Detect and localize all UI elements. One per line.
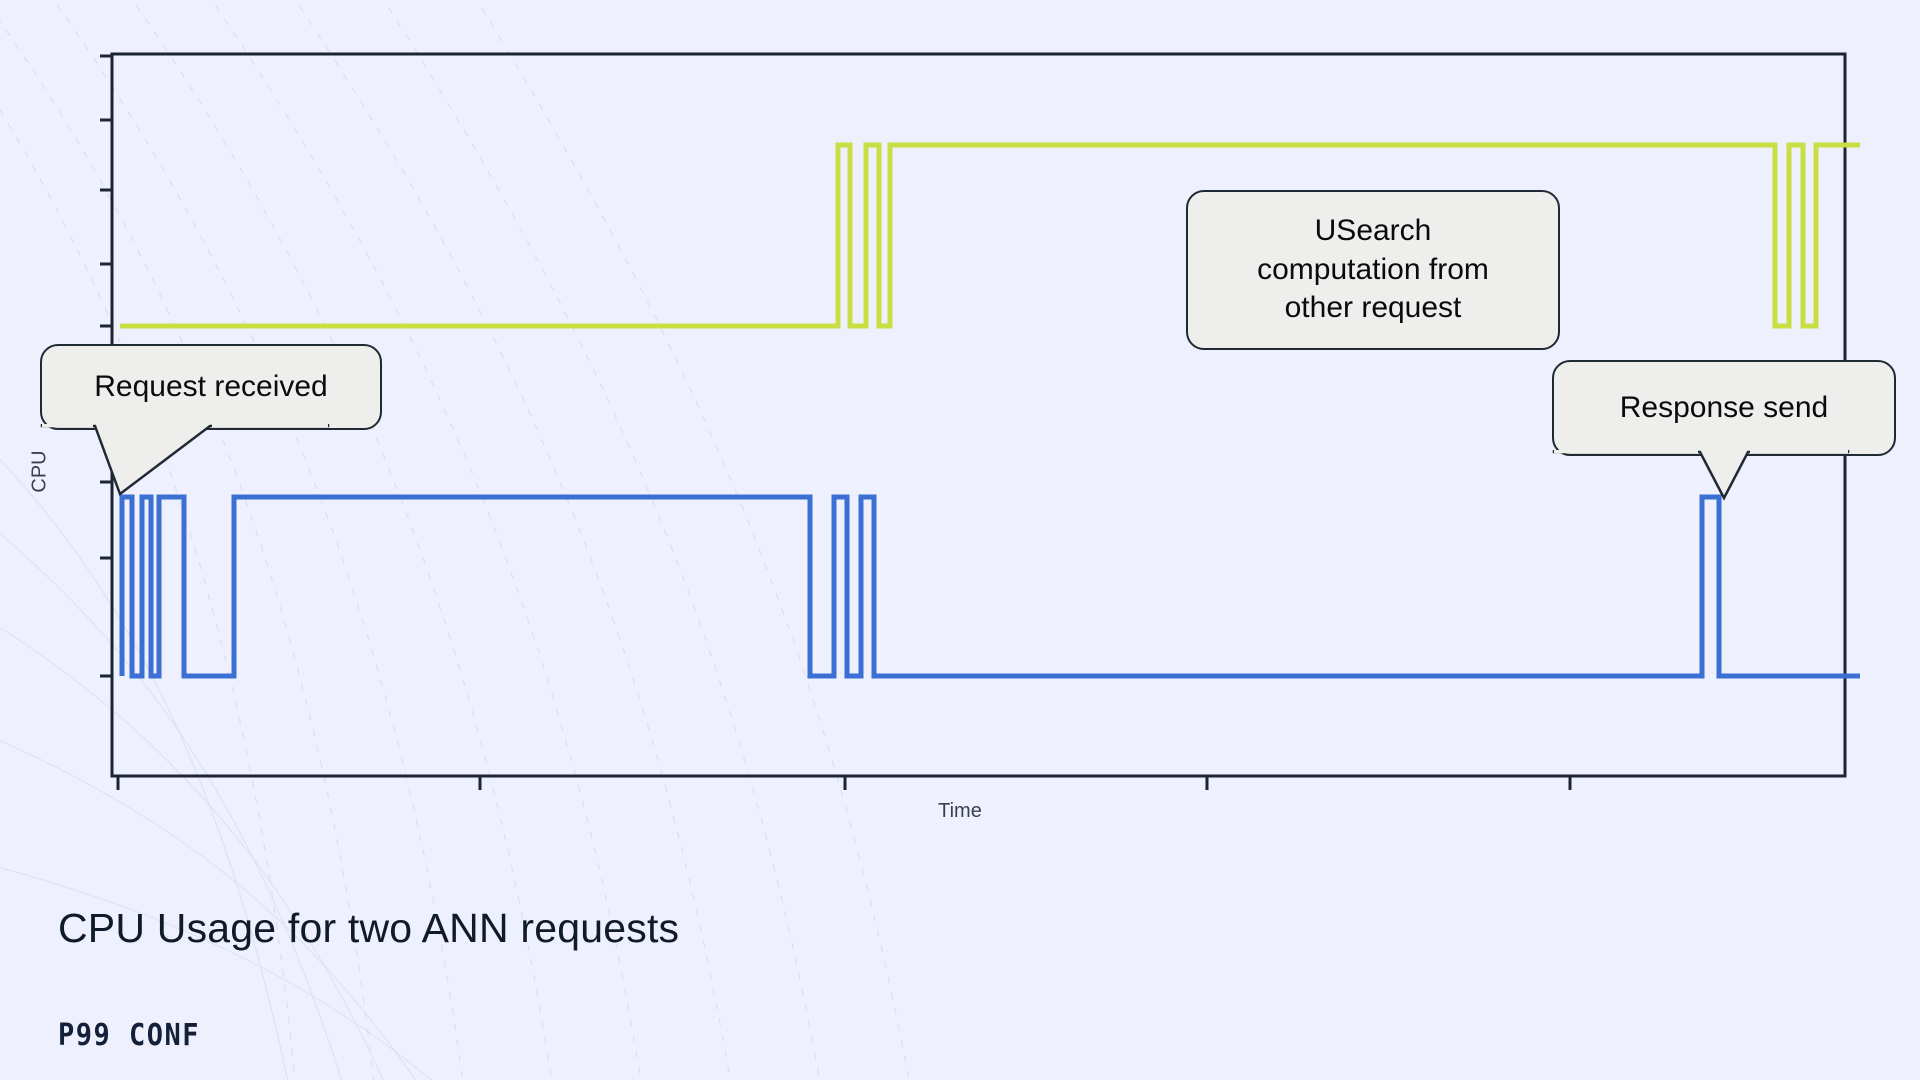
callout-usearch-line-3: other request: [1284, 291, 1462, 325]
callout-usearch-line-1: USearch: [1314, 214, 1432, 248]
callout-request-received-label: Request received: [94, 369, 328, 403]
x-axis-ticks: [116, 776, 1572, 790]
callout-usearch[interactable]: USearch computation from other request: [1186, 190, 1560, 350]
callout-response-send[interactable]: Response send: [1552, 360, 1896, 456]
callout-response-send-label: Response send: [1619, 390, 1829, 424]
series-line-green: [120, 142, 1860, 329]
x-axis-label: Time: [938, 800, 982, 822]
callout-usearch-line-2: computation from: [1257, 252, 1489, 286]
callout-request-received[interactable]: Request received: [40, 344, 382, 430]
callout-usearch-text: USearch computation from other request: [1257, 212, 1489, 327]
series-line-blue: [119, 494, 1860, 679]
brand-logo: P99 CONF: [58, 1018, 201, 1053]
callout-request-received-tail: [40, 424, 330, 497]
page-title: CPU Usage for two ANN requests: [58, 905, 680, 951]
callout-response-send-tail: [1552, 450, 1850, 501]
